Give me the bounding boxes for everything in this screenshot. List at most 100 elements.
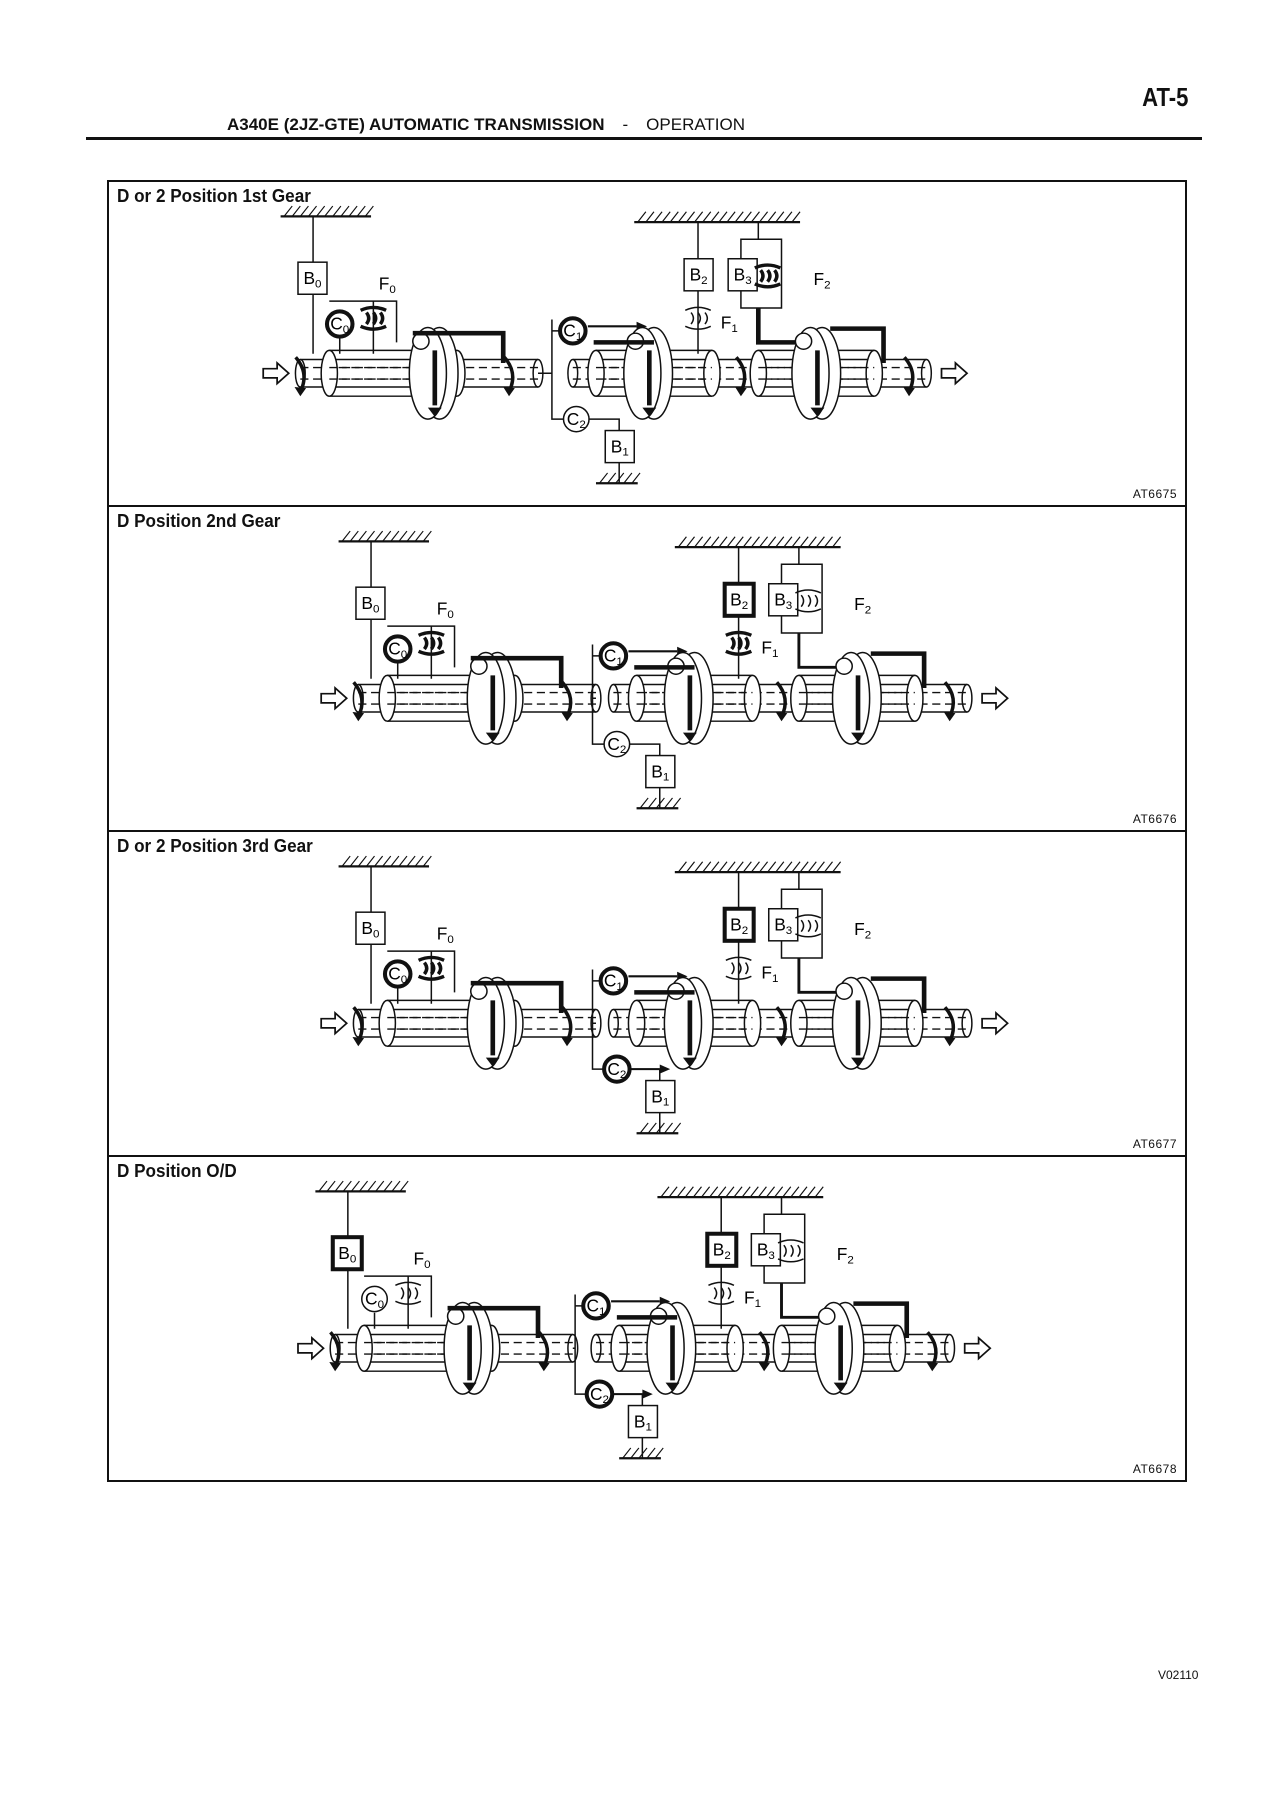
overdrive-carrier-link	[412, 330, 506, 363]
front-drum-end	[627, 999, 646, 1047]
f2-output-link	[755, 307, 796, 345]
f0-c0-bracket	[364, 1275, 433, 1329]
f2-output-link	[797, 632, 836, 669]
rear-carrier-output-link	[870, 976, 927, 1013]
component-b2-label: B2	[730, 915, 748, 937]
f0-one-way-clutch-icon	[395, 1281, 422, 1305]
f2-one-way-clutch-icon	[754, 263, 782, 289]
panel-title: D or 2 Position 1st Gear	[117, 186, 311, 206]
ground-left-hatch	[283, 205, 374, 217]
front-planetary-ring-front	[663, 651, 703, 745]
figure-code: AT6675	[1132, 487, 1177, 501]
component-c0-label: C0	[388, 639, 407, 661]
component-c0-circle	[382, 959, 413, 989]
ground-left-hatch	[341, 530, 432, 542]
input-arrow-icon	[320, 686, 348, 711]
component-b3-box	[750, 1232, 782, 1267]
b1-link	[629, 1068, 661, 1134]
component-b1-label: B1	[651, 1086, 669, 1108]
b1-link	[589, 418, 620, 484]
component-c0-label: C0	[365, 1289, 384, 1311]
component-f2-label: F2	[814, 269, 831, 291]
output-rotation-icon-head	[903, 387, 915, 397]
ground-b1-hatch	[622, 1447, 664, 1459]
component-b0-box	[297, 261, 328, 295]
component-b2-box	[722, 581, 756, 618]
panel-title: D Position O/D	[117, 1161, 237, 1181]
component-c1-label: C1	[604, 971, 623, 993]
overdrive-planetary-arrow-head	[485, 732, 500, 742]
panel-title: D or 2 Position 3rd Gear	[117, 836, 313, 856]
rear-drum-end	[865, 349, 884, 397]
rear-drum-end	[749, 349, 768, 397]
component-b1-label: B1	[611, 436, 629, 458]
component-b3-label: B3	[757, 1240, 775, 1262]
input-rotation-icon-head	[352, 1037, 365, 1047]
b1-link	[612, 1393, 644, 1459]
f2-one-way-clutch-icon	[777, 1239, 804, 1263]
component-b3-label: B3	[774, 915, 792, 937]
ground-right-hatch	[677, 861, 842, 873]
middle-rotation-icon-head	[775, 712, 788, 722]
c2-flow-arrow-head	[659, 1064, 671, 1074]
component-c1-label: C1	[604, 646, 623, 668]
overdrive-planetary-pinion	[446, 1307, 465, 1325]
rear-planetary-arrow-head	[851, 1057, 865, 1067]
component-f0-label: F0	[414, 1249, 431, 1271]
f2-one-way-clutch-icon	[795, 589, 822, 613]
rear-drum-end	[790, 999, 808, 1047]
running-head: A340E (2JZ-GTE) AUTOMATIC TRANSMISSION-O…	[227, 115, 745, 135]
output-arrow-icon	[981, 1011, 1009, 1036]
rear-carrier-output-link	[853, 1301, 910, 1338]
component-f2-label: F2	[854, 919, 871, 941]
overdrive-carrier-link	[447, 1305, 541, 1338]
front-drum-end	[627, 674, 646, 722]
overdrive-planetary-pinion	[470, 982, 488, 1000]
figure-code: AT6676	[1132, 812, 1177, 826]
front-planetary-arrow-head	[642, 407, 657, 417]
rear-carrier-output-link	[830, 326, 886, 363]
input-rotation-icon-head	[352, 712, 365, 722]
overdrive-carrier-link	[470, 655, 564, 688]
front-planetary-ring-front	[663, 976, 703, 1070]
component-b0-label: B0	[361, 918, 379, 940]
intermediate-shaft-end	[961, 1008, 973, 1038]
f1-one-way-clutch-icon	[725, 956, 752, 980]
intermediate-shaft-end	[607, 683, 619, 713]
b2-b3-links	[720, 1197, 806, 1329]
middle-rotation-icon-head	[758, 1362, 770, 1372]
component-c0-circle	[361, 1285, 389, 1313]
overdrive-carrier-link	[470, 980, 564, 1013]
component-f0-label: F0	[437, 599, 454, 621]
output-arrow-icon	[940, 361, 969, 386]
footer-code: V02110	[1158, 1668, 1199, 1682]
overdrive-drum-end	[320, 349, 339, 397]
rear-planetary-pinion	[817, 1307, 836, 1325]
intermediate-shaft-end	[920, 358, 933, 388]
component-b0-label: B0	[338, 1243, 356, 1265]
rear-planetary-pinion	[835, 982, 853, 1000]
f1-one-way-clutch-icon	[708, 1281, 735, 1305]
f1-one-way-clutch-icon	[684, 306, 712, 330]
input-arrow-icon	[297, 1336, 325, 1361]
intermediate-rotation-icon-head	[561, 712, 573, 722]
component-b3-label: B3	[734, 265, 752, 287]
intermediate-shaft-end	[590, 1333, 602, 1363]
rear-planetary-pinion	[835, 657, 853, 675]
component-b1-label: B1	[651, 761, 669, 783]
front-drum-end	[743, 674, 762, 722]
rear-planetary-pinion	[794, 332, 813, 350]
output-rotation-icon-head	[943, 712, 956, 722]
component-b2-label: B2	[690, 265, 708, 287]
component-b0-box	[355, 586, 386, 620]
output-arrow-icon	[981, 686, 1009, 711]
component-f0-label: F0	[379, 274, 396, 296]
overdrive-planetary-arrow-head	[485, 1057, 500, 1067]
component-c1-circle	[581, 1291, 611, 1321]
intermediate-shaft-end	[567, 358, 579, 388]
component-f1-label: F1	[761, 963, 778, 985]
component-b1-box	[627, 1404, 659, 1439]
component-f0-label: F0	[437, 924, 454, 946]
